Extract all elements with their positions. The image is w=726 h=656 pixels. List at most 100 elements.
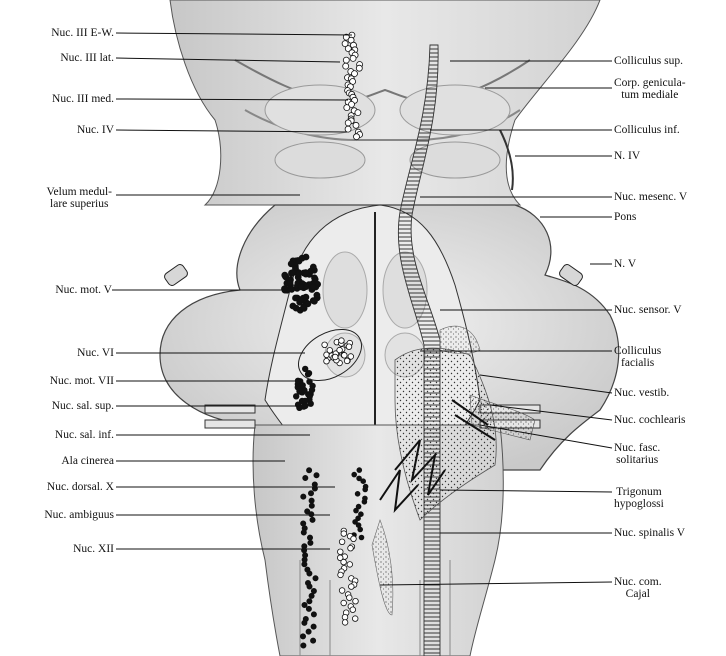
label-colliculus-facialis-line1: Colliculus [614, 345, 661, 357]
hypoglossal-nucleus-dot [342, 614, 348, 620]
label-n-v: N. V [614, 258, 636, 270]
motor-v-nucleus-dot [288, 261, 294, 267]
dorsal-x-nucleus-dot [357, 468, 362, 473]
motor-v-nucleus-dot [293, 295, 299, 301]
hypoglossal-nucleus-dot [342, 620, 348, 626]
abducens-nucleus-dot [322, 342, 328, 348]
label-velum: Velum medul- lare superius [47, 186, 112, 210]
hypoglossal-nucleus-dot [347, 595, 353, 601]
ambiguus-nucleus-dot [309, 593, 314, 598]
ambiguus-nucleus-dot [307, 535, 312, 540]
hypoglossal-nucleus-dot [341, 559, 347, 565]
label-nuc-mesenc-v: Nuc. mesenc. V [614, 191, 687, 203]
label-corp-geniculatum-line1: Corp. genicula- [614, 77, 686, 89]
abducens-nucleus-dot [344, 358, 350, 364]
oculomotor-nucleus-dot [343, 57, 349, 63]
oculomotor-nucleus-dot [356, 65, 362, 71]
motor-vii-nucleus-dot [293, 394, 299, 400]
label-trigonum-hypoglossi: Trigonum hypoglossi [614, 486, 664, 510]
abducens-nucleus-dot [324, 358, 330, 364]
ambiguus-nucleus-dot [314, 473, 319, 478]
label-trigonum-hypoglossi-line2: hypoglossi [614, 498, 664, 510]
label-n-iv: N. IV [614, 150, 640, 162]
label-trigonum-hypoglossi-line1: Trigonum [614, 486, 664, 498]
label-colliculus-facialis-line2: facialis [614, 357, 661, 369]
label-nuc-mot-v: Nuc. mot. V [55, 284, 112, 296]
ambiguus-nucleus-dot [307, 571, 312, 576]
label-nuc-iii-ew: Nuc. III E-W. [51, 27, 114, 39]
ambiguus-nucleus-dot [311, 624, 316, 629]
motor-vii-nucleus-dot [307, 394, 313, 400]
motor-v-nucleus-dot [287, 280, 293, 286]
hypoglossal-nucleus-dot [347, 562, 353, 568]
motor-v-nucleus-dot [314, 292, 320, 298]
hypoglossal-nucleus-dot [339, 539, 345, 545]
motor-v-nucleus-dot [296, 270, 302, 276]
ambiguus-nucleus-dot [300, 634, 305, 639]
hypoglossal-nucleus-dot [338, 572, 344, 578]
motor-v-nucleus-dot [282, 286, 288, 292]
ambiguus-nucleus-dot [307, 468, 312, 473]
label-colliculus-facialis: Colliculus facialis [614, 345, 661, 369]
abducens-nucleus-dot [346, 344, 352, 350]
ambiguus-nucleus-dot [303, 475, 308, 480]
dorsal-x-nucleus-dot [352, 472, 357, 477]
hypoglossal-nucleus-dot [353, 598, 359, 604]
motor-v-nucleus-dot [311, 298, 317, 304]
dorsal-x-nucleus-dot [362, 499, 367, 504]
motor-vii-nucleus-dot [300, 383, 306, 389]
oculomotor-nucleus-dot [350, 55, 356, 61]
dorsal-x-nucleus-dot [359, 535, 364, 540]
oculomotor-nucleus-dot [343, 63, 349, 69]
label-velum-line2: lare superius [47, 198, 112, 210]
label-nuc-sensor-v: Nuc. sensor. V [614, 304, 682, 316]
motor-v-nucleus-dot [299, 255, 305, 261]
ambiguus-nucleus-dot [301, 643, 306, 648]
dorsal-x-nucleus-dot [363, 487, 368, 492]
label-nuc-fasc-solitarius-line2: solitarius [614, 454, 660, 466]
hypoglossal-nucleus-dot [341, 600, 347, 606]
label-nuc-com-cajal-line1: Nuc. com. [614, 576, 662, 588]
oculomotor-nucleus-dot [344, 105, 350, 111]
label-nuc-vi: Nuc. VI [77, 347, 114, 359]
label-corp-geniculatum-line2: tum mediale [614, 89, 686, 101]
label-nuc-mot-vii: Nuc. mot. VII [50, 375, 114, 387]
motor-vii-nucleus-dot [305, 371, 311, 377]
motor-vii-nucleus-dot [309, 387, 315, 393]
ambiguus-nucleus-dot [301, 530, 306, 535]
ambiguus-nucleus-dot [311, 638, 316, 643]
motor-v-nucleus-dot [303, 270, 309, 276]
abducens-nucleus-dot [337, 347, 343, 353]
dorsal-x-nucleus-dot [361, 479, 366, 484]
oculomotor-nucleus-dot [345, 120, 351, 126]
label-colliculus-sup: Colliculus sup. [614, 55, 683, 67]
label-nuc-dorsal-x: Nuc. dorsal. X [47, 481, 114, 493]
ambiguus-nucleus-dot [308, 540, 313, 545]
ambiguus-nucleus-dot [306, 629, 311, 634]
label-nuc-iii-med: Nuc. III med. [52, 93, 114, 105]
dorsal-x-nucleus-dot [358, 527, 363, 532]
label-nuc-ambiguus: Nuc. ambiguus [44, 509, 114, 521]
oculomotor-nucleus-dot [345, 126, 351, 132]
dorsal-x-nucleus-dot [355, 491, 360, 496]
abducens-nucleus-dot [332, 354, 338, 360]
ambiguus-nucleus-dot [302, 562, 307, 567]
motor-v-nucleus-dot [298, 284, 304, 290]
ambiguus-nucleus-dot [301, 494, 306, 499]
abducens-nucleus-dot [327, 348, 333, 354]
label-nuc-sal-sup: Nuc. sal. sup. [52, 400, 114, 412]
label-nuc-fasc-solitarius: Nuc. fasc. solitarius [614, 442, 660, 466]
motor-v-nucleus-dot [290, 270, 296, 276]
label-nuc-com-cajal: Nuc. com. Cajal [614, 576, 662, 600]
ambiguus-nucleus-dot [307, 584, 312, 589]
label-velum-line1: Velum medul- [47, 186, 112, 198]
oculomotor-nucleus-dot [355, 110, 361, 116]
motor-v-nucleus-dot [289, 286, 295, 292]
hypoglossal-nucleus-dot [341, 531, 347, 537]
ambiguus-nucleus-dot [309, 498, 314, 503]
ambiguus-nucleus-dot [308, 491, 313, 496]
motor-vii-nucleus-dot [302, 366, 308, 372]
oculomotor-nucleus-dot [353, 122, 359, 128]
hypoglossal-nucleus-dot [349, 584, 355, 590]
label-corp-geniculatum: Corp. genicula- tum mediale [614, 77, 686, 101]
